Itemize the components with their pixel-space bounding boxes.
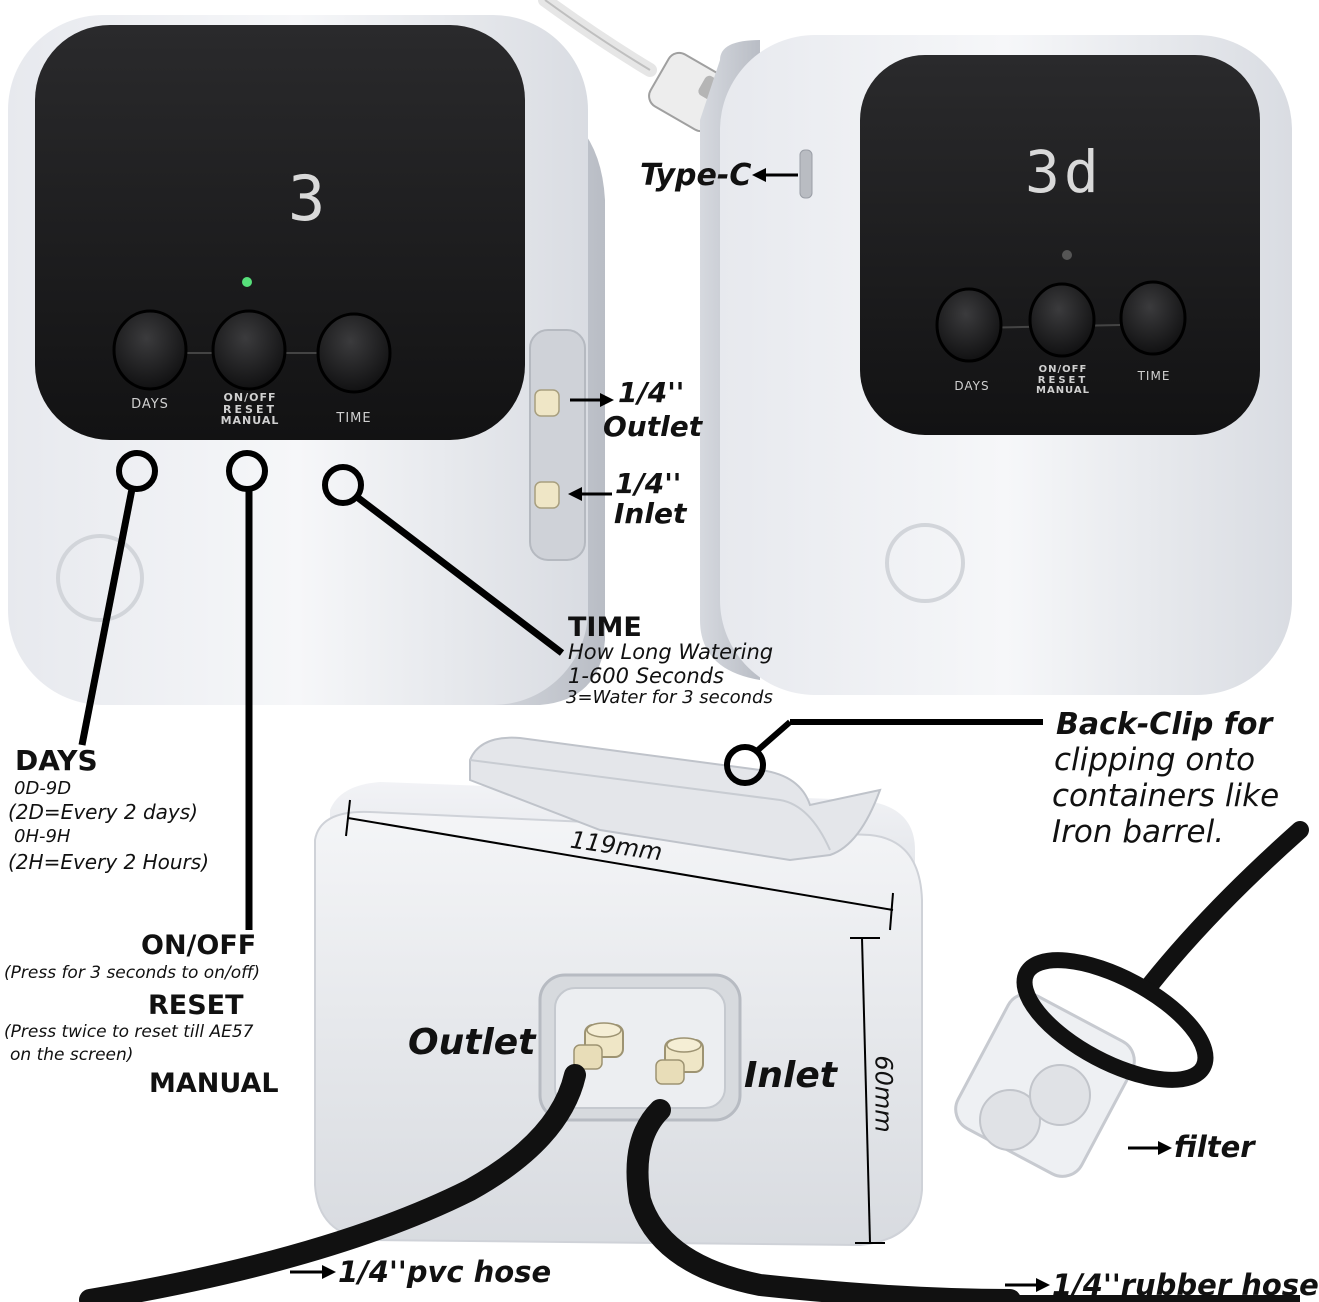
time-callout-line3: 3=Water for 3 seconds — [566, 687, 773, 708]
bottom-inlet-label: Inlet — [744, 1055, 837, 1096]
left-time-label: TIME — [336, 411, 372, 426]
reset-callout-title: RESET — [148, 990, 244, 1021]
left-device — [8, 15, 605, 705]
manual-callout-title: MANUAL — [149, 1068, 279, 1099]
right-status-led — [1062, 250, 1072, 260]
days-ring — [116, 450, 158, 492]
left-display-value: 3 — [288, 162, 330, 235]
time-callout-line1: How Long Watering — [568, 640, 774, 664]
left-onoff-line3: MANUAL — [220, 414, 280, 428]
backclip-ring — [724, 744, 766, 786]
right-days-label: DAYS — [954, 379, 990, 393]
left-onoff-line1: ON/OFF — [223, 391, 277, 404]
backclip-line3: Iron barrel. — [1052, 814, 1225, 850]
time-callout-line2: 1-600 Seconds — [568, 664, 724, 688]
filter-cap — [1016, 952, 1214, 1088]
days-callout-line2: (2D=Every 2 days) — [8, 800, 198, 824]
left-status-led — [242, 277, 252, 287]
days-callout-line3: 0H-9H — [14, 826, 71, 847]
backclip-title: Back-Clip for — [1056, 707, 1273, 742]
filter-label: filter — [1174, 1130, 1255, 1164]
bottom-device — [79, 736, 1300, 1302]
left-bottom-ring — [56, 534, 144, 622]
inlet-port-size-label: 1/4'' — [615, 467, 682, 500]
backclip-line2: containers like — [1052, 778, 1280, 814]
height-dimension-label: 60mm — [869, 1055, 898, 1133]
bottom-inlet-nozzle — [655, 1037, 704, 1085]
right-display-value: 3d — [1025, 138, 1103, 206]
width-dim-line — [347, 817, 894, 911]
right-days-button — [935, 287, 1003, 363]
bottom-outlet-nozzle — [573, 1022, 624, 1070]
left-side-port-window — [529, 329, 586, 561]
left-onoff-label: ON/OFF RESET MANUAL — [204, 392, 296, 427]
right-device — [538, 0, 1292, 695]
type-c-label: Type-C — [640, 158, 752, 193]
type-c-port — [799, 149, 813, 199]
left-inlet-nozzle — [534, 481, 560, 509]
outlet-port-size-label: 1/4'' — [618, 376, 685, 409]
rubber-hose — [626, 1099, 1021, 1302]
right-onoff-line3: MANUAL — [1036, 385, 1090, 396]
reset-callout-desc1: (Press twice to reset till AE57 — [4, 1022, 254, 1042]
rubber-hose-label: 1/4''rubber hose — [1052, 1268, 1319, 1302]
left-days-button — [112, 309, 188, 391]
left-outlet-nozzle — [534, 389, 560, 417]
right-time-label: TIME — [1137, 369, 1171, 383]
pvc-hose — [79, 1064, 586, 1302]
onoff-callout-desc: (Press for 3 seconds to on/off) — [4, 963, 261, 983]
callout-lines — [78, 168, 1172, 1292]
right-onoff-line1: ON/OFF — [1038, 364, 1088, 375]
right-bottom-ring — [885, 523, 965, 603]
left-time-button — [316, 312, 392, 394]
onoff-callout-title: ON/OFF — [141, 930, 257, 961]
time-callout-title: TIME — [568, 612, 642, 643]
filter-assembly — [954, 821, 1309, 1178]
left-device-panel — [35, 25, 525, 440]
days-callout-title: DAYS — [15, 744, 98, 777]
pvc-hose-label: 1/4''pvc hose — [338, 1255, 552, 1289]
left-onoff-button — [211, 309, 287, 391]
reset-callout-desc2: on the screen) — [10, 1045, 134, 1065]
days-callout-line1: 0D-9D — [14, 778, 72, 799]
right-onoff-line2: RESET — [1037, 374, 1089, 386]
bottom-outlet-label: Outlet — [408, 1022, 536, 1063]
right-onoff-button — [1028, 282, 1096, 358]
height-dim-line — [861, 937, 871, 1244]
inlet-port-label: Inlet — [614, 497, 687, 530]
left-onoff-line2: RESET — [223, 402, 277, 416]
back-clip — [469, 736, 882, 862]
outlet-port-label: Outlet — [603, 410, 703, 443]
time-ring — [322, 464, 364, 506]
backclip-line1: clipping onto — [1054, 742, 1256, 778]
right-onoff-label: ON/OFF RESET MANUAL — [1020, 364, 1106, 397]
right-time-button — [1119, 280, 1187, 356]
days-callout-line4: (2H=Every 2 Hours) — [8, 850, 209, 874]
left-days-label: DAYS — [131, 397, 169, 412]
filter-hose — [1141, 821, 1309, 994]
